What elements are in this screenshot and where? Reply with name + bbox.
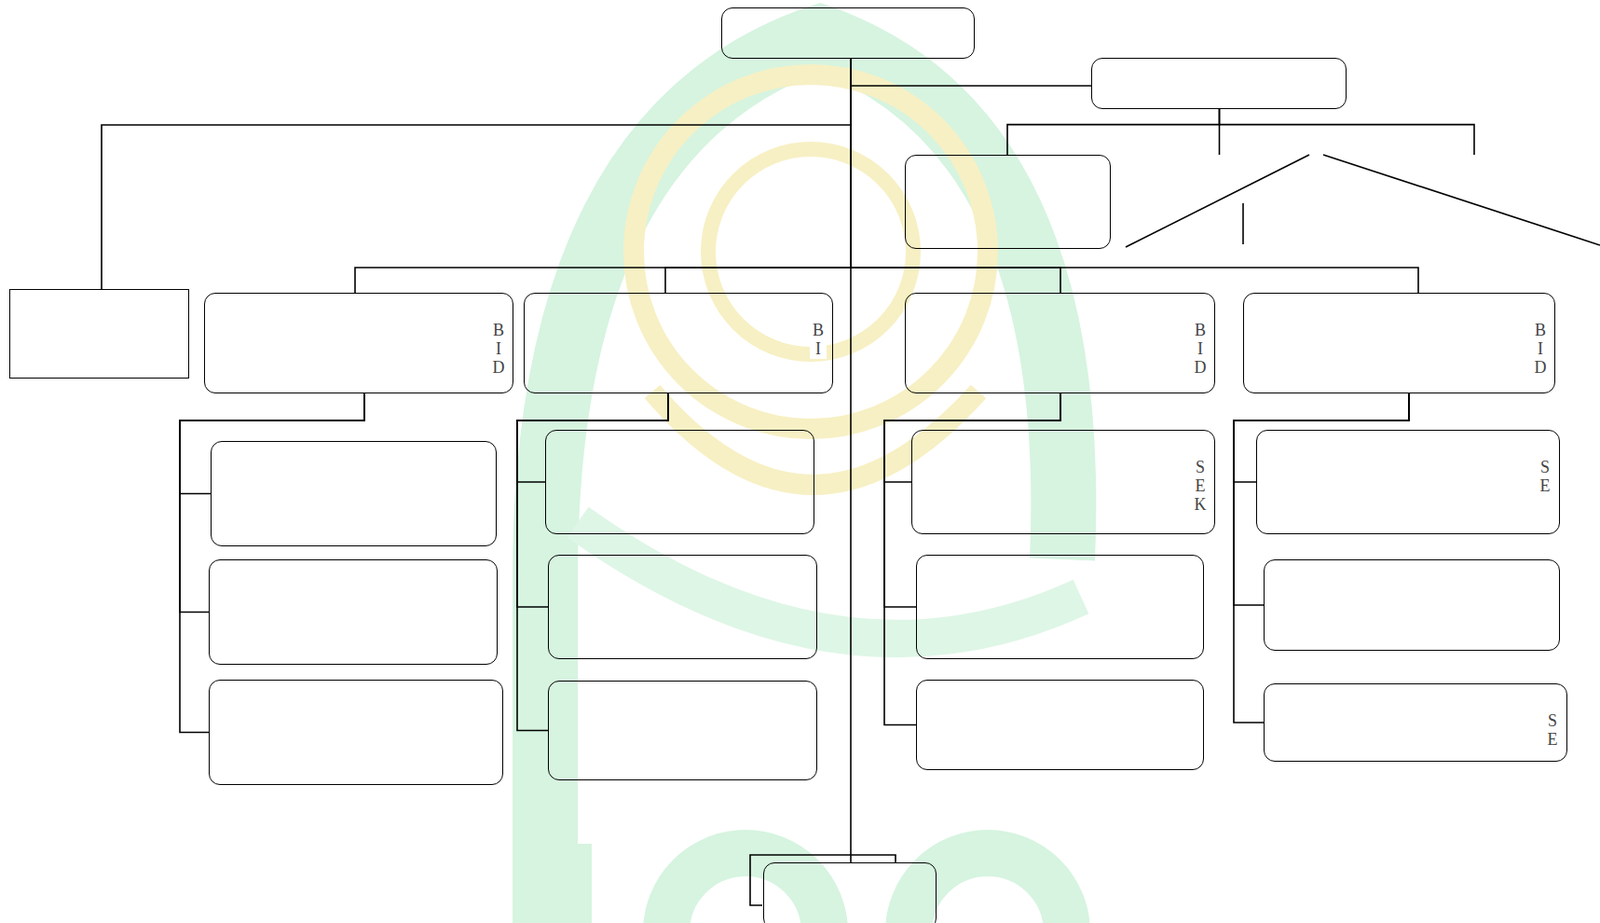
diagonal-line (1125, 154, 1310, 247)
org-box (547, 554, 818, 659)
connector (517, 393, 669, 482)
org-box (904, 154, 1111, 249)
connector (665, 58, 851, 293)
vertical-label: B I D (1191, 321, 1209, 377)
division-box: B I D (1243, 292, 1556, 394)
diagonal-line (1323, 154, 1600, 246)
watermark-ornament (652, 391, 979, 485)
watermark-ornament (633, 74, 988, 429)
connector (849, 58, 852, 862)
branch-line (1218, 124, 1475, 155)
connector (1233, 393, 1409, 723)
org-box: S E K (911, 429, 1216, 534)
stub-line (1242, 203, 1245, 245)
org-box (763, 861, 937, 923)
connector (355, 58, 851, 293)
vertical-label: B I D (1531, 321, 1549, 377)
vertical-label: S E (1544, 711, 1561, 750)
division-box: B I D (204, 292, 514, 394)
connector (179, 393, 365, 613)
org-box (208, 559, 498, 665)
org-box (916, 679, 1204, 770)
connector (850, 58, 1419, 293)
watermark-letter (908, 852, 1067, 923)
watermark-arch (545, 37, 1064, 923)
org-box (545, 429, 815, 534)
vertical-label: S E (1536, 458, 1554, 496)
connector (101, 58, 851, 289)
connector (1007, 109, 1220, 155)
org-box (916, 554, 1204, 659)
connector (179, 393, 365, 494)
connector (1233, 393, 1409, 605)
org-box: S E (1263, 683, 1568, 762)
division-box: B I D (904, 292, 1216, 394)
org-box: S E (1256, 429, 1560, 534)
watermark-leaf (577, 521, 1081, 639)
connector (850, 58, 1061, 293)
org-box (208, 679, 504, 785)
top-box (721, 7, 975, 59)
watermark-letter (526, 843, 592, 923)
connector (517, 393, 669, 607)
connector (1233, 393, 1409, 482)
org-box (1091, 57, 1347, 110)
org-box (210, 440, 497, 547)
org-box (9, 288, 190, 379)
vertical-label: B I (809, 321, 827, 359)
connector (850, 58, 1092, 86)
vertical-label: S E K (1191, 458, 1209, 514)
division-box: B I (523, 292, 834, 394)
watermark-letter (666, 852, 825, 923)
connector (179, 393, 365, 733)
decor-lines (750, 109, 1600, 905)
org-box (547, 680, 818, 780)
vertical-label: B I D (490, 321, 507, 377)
org-box (1263, 559, 1560, 651)
